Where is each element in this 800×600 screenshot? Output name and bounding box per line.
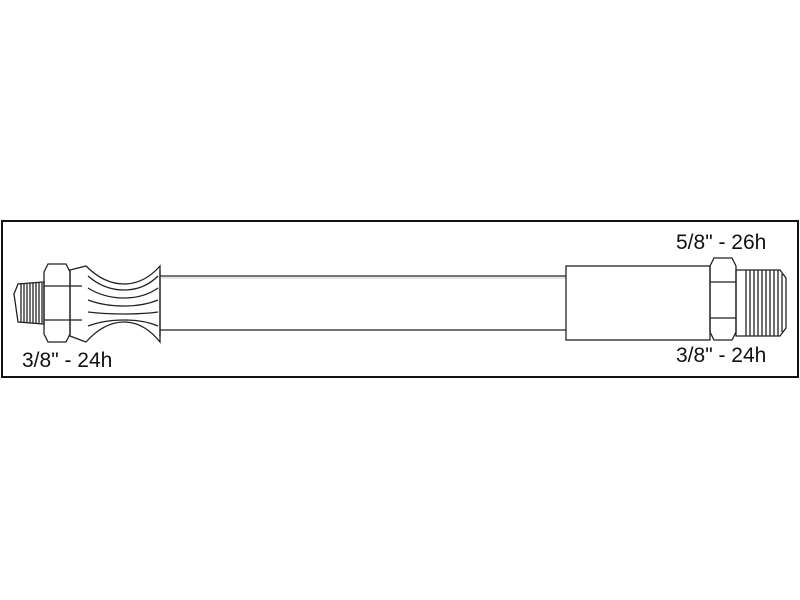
right-top-thread-label: 5/8" - 26h [676, 231, 766, 254]
left-thread-label: 3/8" - 24h [22, 349, 112, 372]
right-threaded-fitting [735, 269, 787, 337]
right-bottom-thread-label: 3/8" - 24h [676, 344, 766, 367]
hose-body [160, 275, 566, 331]
left-threaded-fitting [13, 281, 45, 325]
left-crimp-collar [69, 264, 161, 344]
right-hex-nut [709, 257, 737, 341]
right-crimp-sleeve [565, 265, 711, 341]
diagram-frame [1, 220, 799, 378]
left-hex-nut [43, 263, 82, 343]
